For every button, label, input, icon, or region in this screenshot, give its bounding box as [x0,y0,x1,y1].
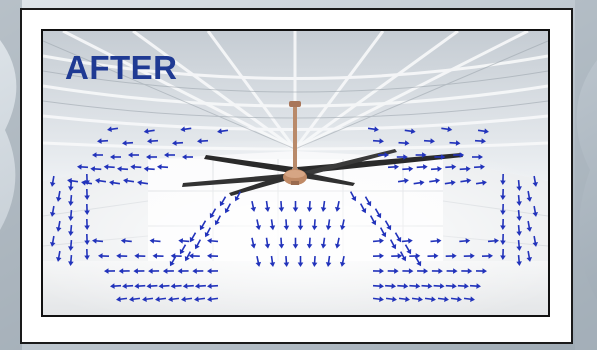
after-label: AFTER [65,51,178,84]
warehouse-photo: AFTER [41,29,550,317]
